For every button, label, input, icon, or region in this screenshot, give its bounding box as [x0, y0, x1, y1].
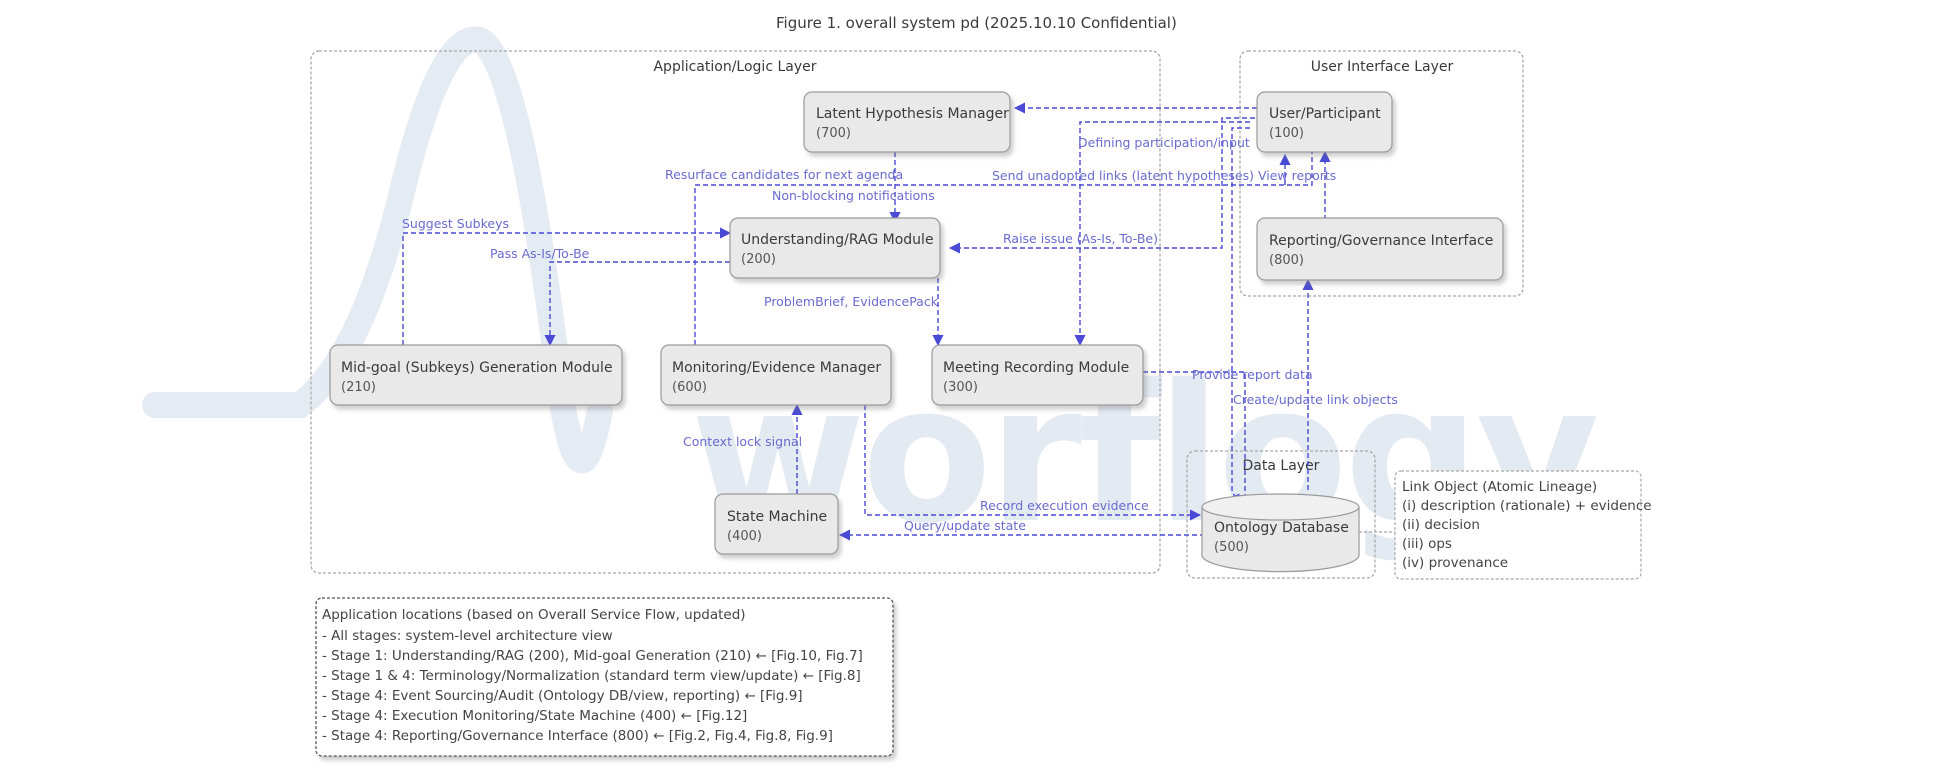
node-reporting-num: (800)	[1269, 253, 1304, 268]
edge-label-provide-report: Provide report data	[1192, 367, 1313, 382]
node-midgoal-generation-module[interactable]: Mid-goal (Subkeys) Generation Module (21…	[329, 344, 623, 406]
edge-label-suggest: Suggest Subkeys	[402, 216, 509, 231]
node-understanding-num: (200)	[741, 252, 776, 267]
edge-label-record-exec: Record execution evidence	[980, 498, 1149, 513]
node-meeting-recording-module[interactable]: Meeting Recording Module (300)	[931, 344, 1144, 406]
node-midgoal-num: (210)	[341, 380, 376, 395]
edge-labels: Resurface candidates for next agenda Non…	[402, 135, 1398, 533]
edge-label-raise: Raise issue (As-Is, To-Be)	[1003, 231, 1158, 246]
node-state-machine[interactable]: State Machine (400)	[714, 493, 839, 555]
edge-label-create-update: Create/update link objects	[1233, 392, 1398, 407]
notes-header: Application locations (based on Overall …	[322, 607, 746, 623]
edge-label-pass: Pass As-Is/To-Be	[490, 246, 590, 261]
edge-monitoring-to-ontology	[864, 405, 1202, 521]
node-state-name: State Machine	[727, 509, 827, 525]
node-monitoring-num: (600)	[672, 380, 707, 395]
node-latent-hypothesis-manager[interactable]: Latent Hypothesis Manager (700)	[803, 91, 1011, 153]
node-meeting-name: Meeting Recording Module	[943, 360, 1129, 376]
layer-application-title: Application/Logic Layer	[653, 59, 816, 75]
node-user-name: User/Participant	[1269, 106, 1381, 122]
node-state-num: (400)	[727, 529, 762, 544]
node-user-participant[interactable]: User/Participant (100)	[1256, 91, 1393, 153]
edge-midgoal-to-understanding	[402, 227, 732, 345]
edge-label-context-lock: Context lock signal	[683, 434, 802, 449]
figure-title: Figure 1. overall system pd (2025.10.10 …	[776, 14, 1177, 32]
application-locations-note: Application locations (based on Overall …	[315, 597, 894, 757]
notes-line: - Stage 4: Event Sourcing/Audit (Ontolog…	[322, 688, 803, 704]
node-monitoring-name: Monitoring/Evidence Manager	[672, 360, 881, 376]
edge-label-resurface: Resurface candidates for next agenda	[665, 167, 903, 182]
node-ontology-num: (500)	[1214, 540, 1249, 555]
notes-line: - All stages: system-level architecture …	[322, 628, 613, 644]
edge-label-nonblocking: Non-blocking notifications	[772, 188, 935, 203]
layer-data-title: Data Layer	[1243, 458, 1320, 474]
node-understanding-rag-module[interactable]: Understanding/RAG Module (200)	[729, 217, 941, 279]
node-ontology-name: Ontology Database	[1214, 520, 1349, 536]
link-object-note: Link Object (Atomic Lineage) (i) descrip…	[1359, 470, 1652, 580]
layer-ui-title: User Interface Layer	[1311, 59, 1454, 75]
edge-label-defining: Defining participation/input	[1078, 135, 1250, 150]
node-reporting-governance-interface[interactable]: Reporting/Governance Interface (800)	[1256, 217, 1504, 281]
node-latent-num: (700)	[816, 126, 851, 141]
node-meeting-num: (300)	[943, 380, 978, 395]
notes-line: - Stage 4: Reporting/Governance Interfac…	[322, 728, 833, 744]
link-object-item: (iii) ops	[1402, 536, 1452, 552]
node-reporting-name: Reporting/Governance Interface	[1269, 233, 1493, 249]
layer-ui: User Interface Layer	[1239, 50, 1524, 297]
edge-user-to-understanding	[948, 117, 1255, 254]
node-monitoring-evidence-manager[interactable]: Monitoring/Evidence Manager (600)	[660, 344, 892, 406]
notes-line: - Stage 4: Execution Monitoring/State Ma…	[322, 708, 747, 724]
link-object-item: (ii) decision	[1402, 517, 1480, 533]
node-understanding-name: Understanding/RAG Module	[741, 232, 934, 248]
edge-meeting-to-ontology	[1143, 371, 1251, 507]
edge-label-send-unadopted: Send unadopted links (latent hypotheses)…	[992, 168, 1336, 183]
notes-line: - Stage 1: Understanding/RAG (200), Mid-…	[322, 648, 863, 664]
node-ontology-database[interactable]: Ontology Database (500)	[1201, 493, 1360, 573]
layer-application: Application/Logic Layer	[310, 50, 1161, 574]
edge-label-query-update: Query/update state	[904, 518, 1026, 533]
edge-understanding-to-midgoal	[544, 261, 730, 347]
link-object-item: (i) description (rationale) + evidence	[1402, 498, 1652, 514]
node-user-num: (100)	[1269, 126, 1304, 141]
node-midgoal-name: Mid-goal (Subkeys) Generation Module	[341, 360, 613, 376]
edge-label-problembrief: ProblemBrief, EvidencePack	[764, 294, 939, 309]
edge-defining-participation	[1074, 121, 1250, 347]
edge-monitoring-to-understanding	[694, 152, 1313, 345]
node-latent-name: Latent Hypothesis Manager	[816, 106, 1009, 122]
link-object-title: Link Object (Atomic Lineage)	[1402, 479, 1597, 495]
notes-line: - Stage 1 & 4: Terminology/Normalization…	[322, 668, 861, 684]
link-object-item: (iv) provenance	[1402, 555, 1508, 571]
